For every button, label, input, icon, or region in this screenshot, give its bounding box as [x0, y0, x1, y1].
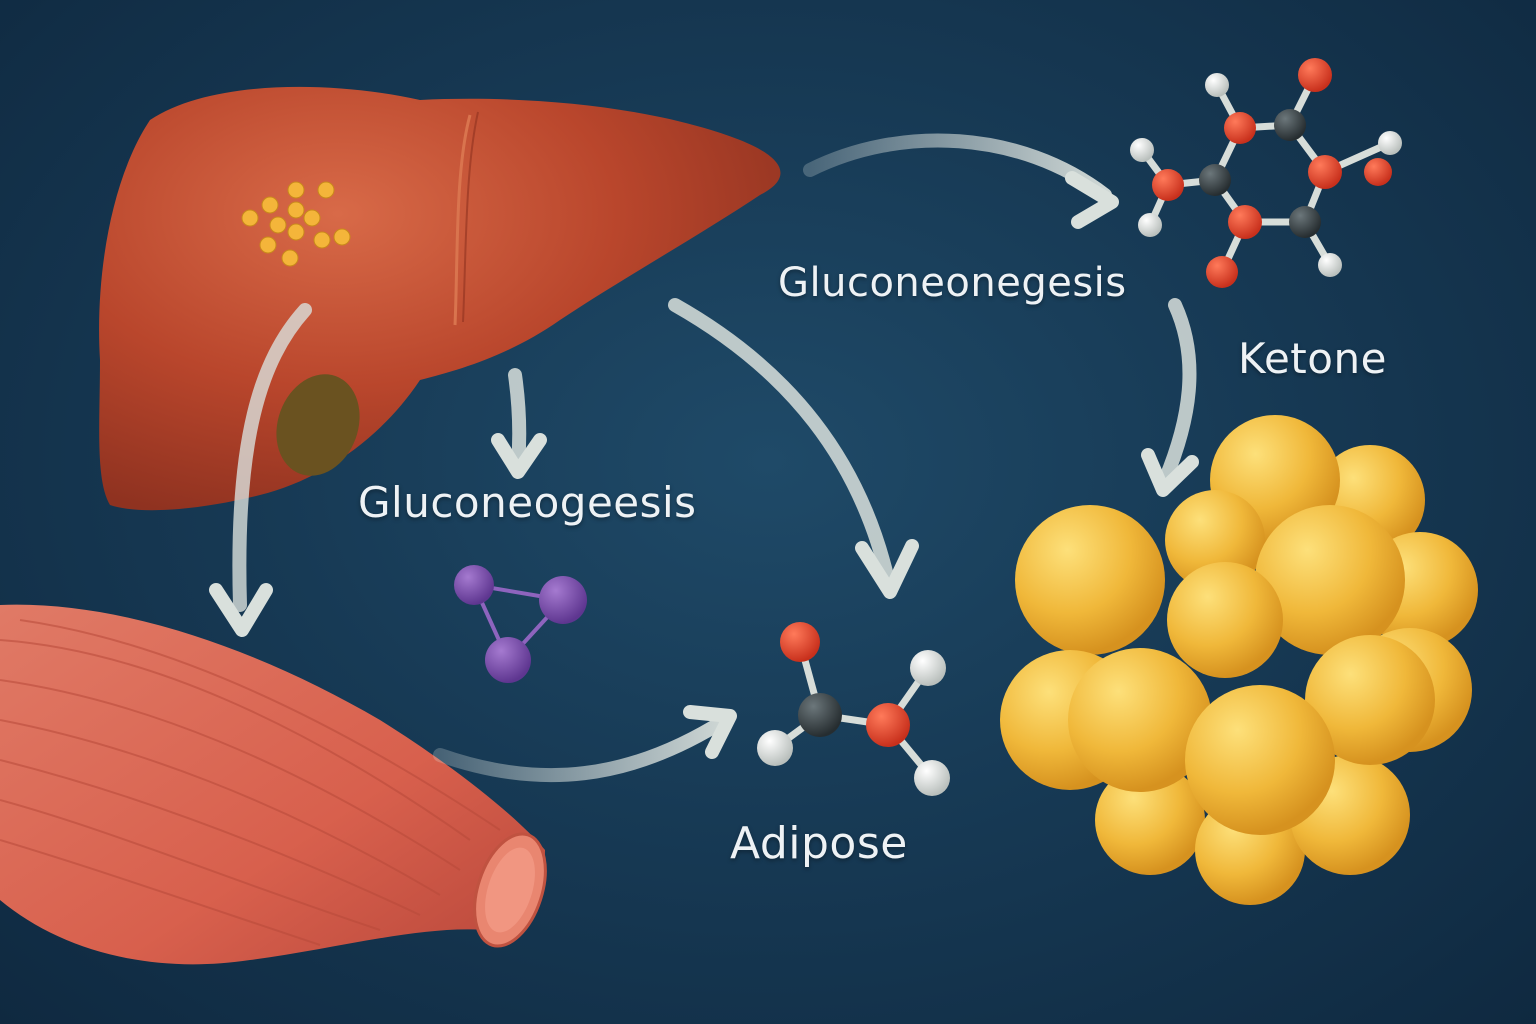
fat-cluster-icon: [1000, 415, 1478, 905]
gallbladder-icon: [276, 374, 360, 476]
label-gluconeogenesis-mid: Gluconeogeesis: [358, 478, 697, 527]
acetate-molecule-icon: [757, 622, 950, 796]
triatomic-molecule-icon: [454, 565, 587, 683]
fat-droplets-icon: [241, 181, 351, 267]
liver-icon: [99, 86, 781, 511]
muscle-icon: [0, 604, 547, 965]
label-gluconeogenesis-top: Gluconeonegesis: [778, 260, 1127, 306]
label-adipose: Adipose: [730, 818, 908, 869]
ketone-molecule-icon: [1130, 58, 1402, 288]
label-ketone: Ketone: [1238, 334, 1387, 383]
arrows: [209, 133, 1199, 783]
